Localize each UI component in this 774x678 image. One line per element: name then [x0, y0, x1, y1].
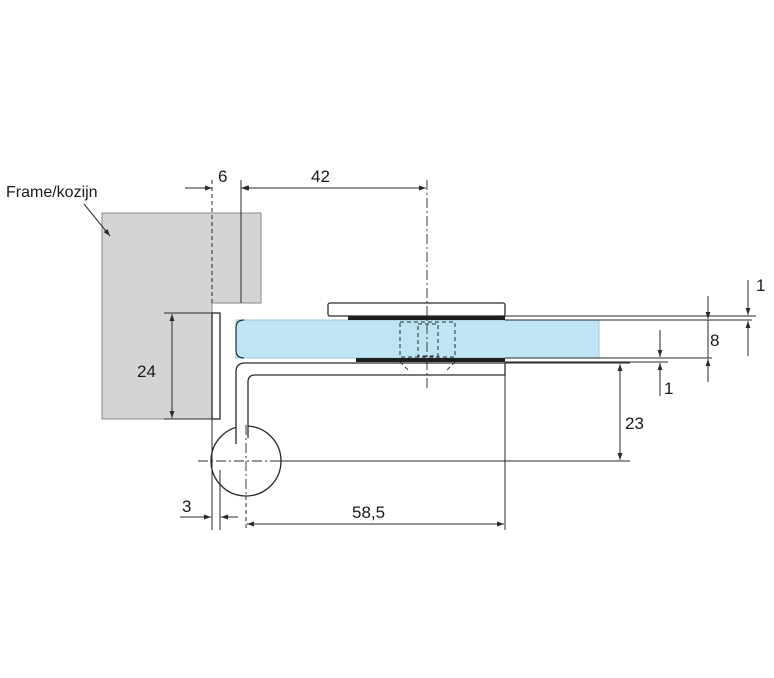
frame-label: Frame/kozijn — [6, 184, 98, 201]
dim-3-label: 3 — [182, 497, 191, 516]
dim-6-label: 6 — [218, 167, 227, 186]
top-clamp-plate — [327, 302, 506, 317]
dim-24-label: 24 — [137, 362, 156, 381]
dim-23-label: 23 — [625, 414, 644, 433]
bottom-gasket — [356, 358, 505, 362]
top-gasket — [348, 316, 505, 320]
glass-panel — [235, 319, 600, 359]
glass-panel-edge — [235, 319, 245, 359]
dim-42-label: 42 — [311, 167, 330, 186]
hinge-arm — [235, 362, 506, 444]
dim-8-label: 8 — [710, 331, 719, 350]
hinge-frame-plate — [211, 312, 221, 420]
frame-leader-arrow — [83, 203, 111, 237]
dim-1-bottom-label: 1 — [664, 379, 673, 398]
clamp-screw — [399, 321, 456, 373]
dim-58-5-label: 58,5 — [352, 503, 385, 522]
dim-1-top-label: 1 — [756, 276, 765, 295]
